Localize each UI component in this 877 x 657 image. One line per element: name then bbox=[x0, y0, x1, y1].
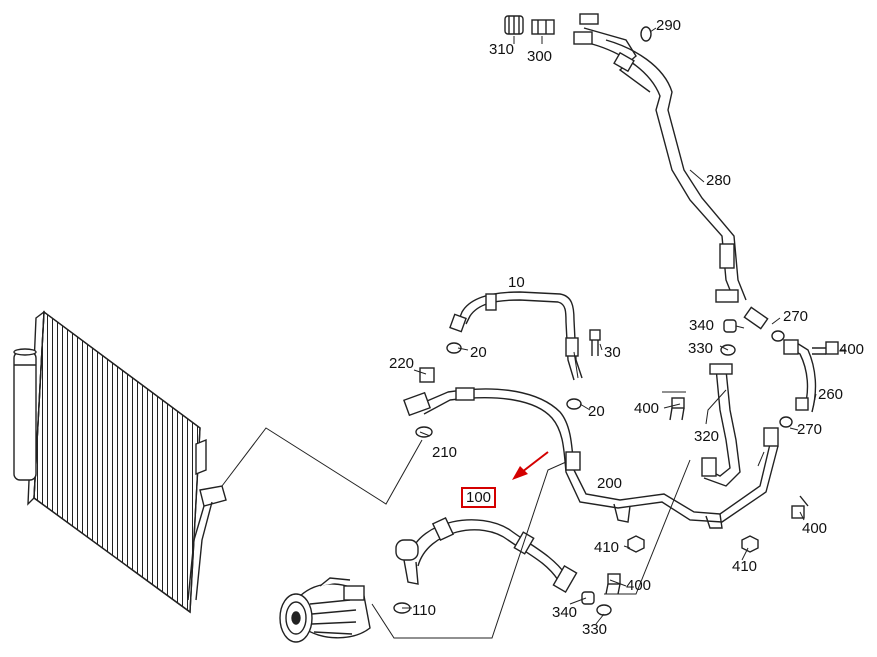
part-label-20: 20 bbox=[588, 403, 605, 420]
part-label-10: 10 bbox=[508, 274, 525, 291]
part-label-300: 300 bbox=[527, 48, 553, 65]
line-320 bbox=[701, 363, 741, 487]
line-200 bbox=[403, 387, 779, 529]
part-label-400: 400 bbox=[634, 400, 660, 417]
part-label-400: 400 bbox=[839, 341, 865, 358]
part-label-320: 320 bbox=[694, 428, 720, 445]
line-280 bbox=[573, 13, 769, 330]
part-label-220: 220 bbox=[389, 355, 415, 372]
part-label-340: 340 bbox=[689, 317, 715, 334]
highlight-arrow bbox=[512, 451, 549, 480]
part-label-210: 210 bbox=[432, 444, 458, 461]
part-label-400: 400 bbox=[626, 577, 652, 594]
part-label-410: 410 bbox=[594, 539, 620, 556]
condenser bbox=[13, 310, 227, 614]
leader-lines bbox=[221, 27, 846, 639]
hose-100 bbox=[395, 516, 578, 593]
part-label-30: 30 bbox=[604, 344, 621, 361]
part-label-270: 270 bbox=[783, 308, 809, 325]
part-label-260: 260 bbox=[818, 386, 844, 403]
line-10 bbox=[449, 291, 583, 381]
part-label-310: 310 bbox=[489, 41, 515, 58]
small-parts bbox=[393, 15, 839, 616]
part-label-330: 330 bbox=[582, 621, 608, 638]
line-260 bbox=[783, 339, 817, 413]
part-label-410: 410 bbox=[732, 558, 758, 575]
part-label-110: 110 bbox=[412, 602, 436, 619]
compressor bbox=[279, 577, 371, 643]
part-label-100-highlighted: 100 bbox=[461, 487, 497, 508]
part-label-400: 400 bbox=[802, 520, 828, 537]
part-label-270: 270 bbox=[797, 421, 823, 438]
part-label-340: 340 bbox=[552, 604, 578, 621]
part-label-200: 200 bbox=[597, 475, 623, 492]
part-label-290: 290 bbox=[656, 17, 682, 34]
part-label-20: 20 bbox=[470, 344, 487, 361]
part-label-280: 280 bbox=[706, 172, 732, 189]
part-label-330: 330 bbox=[688, 340, 714, 357]
